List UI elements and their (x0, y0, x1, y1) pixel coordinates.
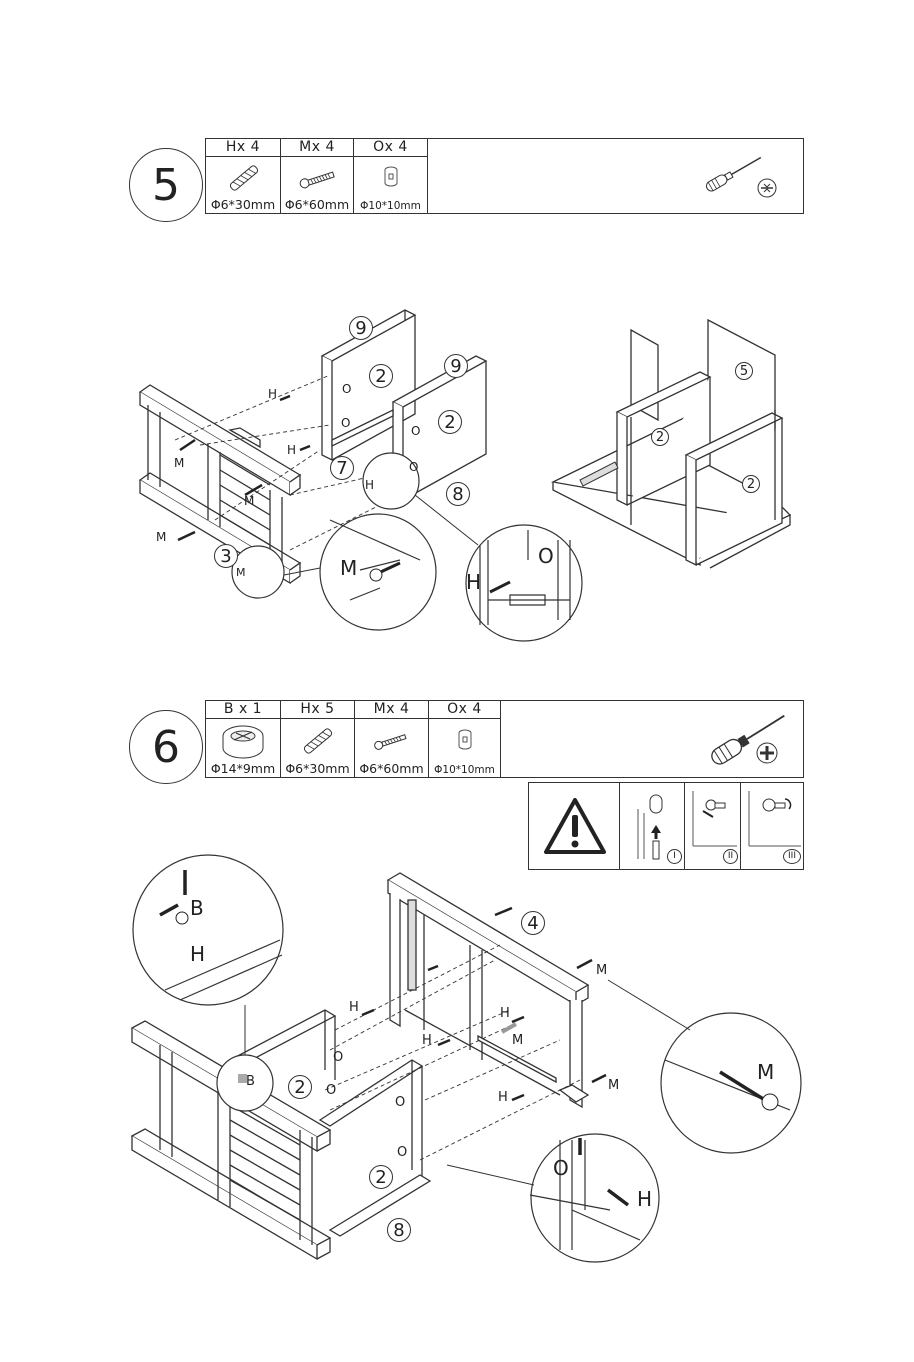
callout-part-4: 4 (521, 911, 545, 935)
label-h: H (498, 1090, 508, 1105)
label-h: H (349, 1000, 359, 1015)
callout-part-8: 8 (387, 1218, 411, 1242)
label-h-detail: H (637, 1187, 652, 1211)
label-m: M (608, 1078, 619, 1093)
label-o: O (333, 1050, 343, 1065)
label-m-detail: M (757, 1060, 774, 1084)
label-h: H (422, 1033, 432, 1048)
label-o: O (397, 1145, 407, 1160)
label-m: M (596, 963, 607, 978)
frame-4-top (388, 873, 588, 992)
label-h-detail: H (190, 942, 205, 966)
label-o: O (326, 1083, 336, 1098)
label-h: H (500, 1006, 510, 1021)
label-b: B (246, 1074, 255, 1089)
label-o-detail: O (553, 1156, 569, 1180)
label-m: M (512, 1033, 523, 1048)
label-b-detail: B (190, 896, 204, 920)
label-o: O (395, 1095, 405, 1110)
callout-part-2: 2 (288, 1075, 312, 1099)
callout-part-2: 2 (369, 1165, 393, 1189)
